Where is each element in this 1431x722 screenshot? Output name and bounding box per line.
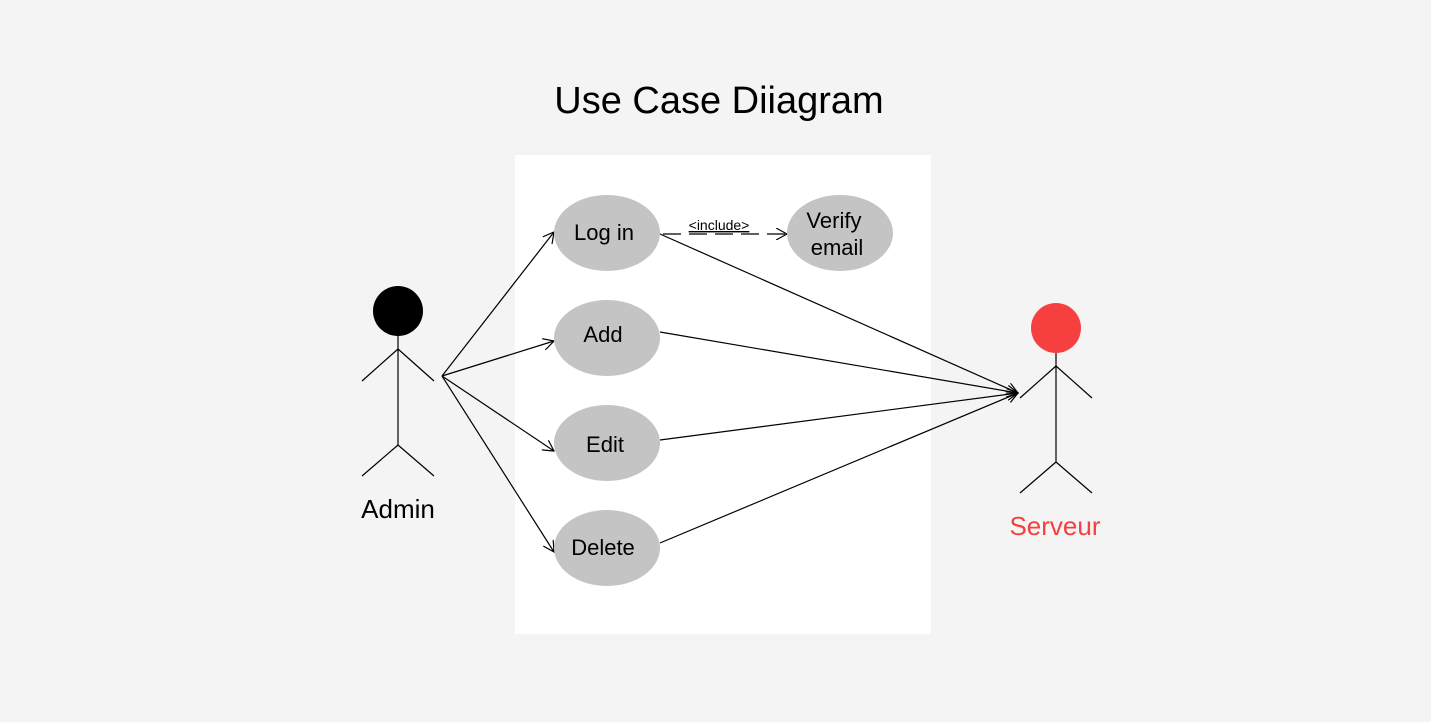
serveur-arm-right (1055, 365, 1093, 399)
assoc-admin-add (441, 341, 554, 377)
admin-head (373, 286, 423, 336)
serveur-leg-right (1055, 461, 1093, 494)
include-label: <include> (689, 217, 750, 233)
admin-arm-left (361, 348, 399, 382)
use-case-verify-line2: email (811, 235, 864, 260)
use-case-edit[interactable]: Edit (554, 405, 660, 481)
actor-serveur[interactable]: Serveur (1009, 303, 1101, 541)
use-case-verify-email[interactable]: Verify email (787, 195, 893, 271)
use-case-verify-email-label: Verify email (806, 208, 867, 260)
use-case-login-label: Log in (574, 220, 634, 245)
admin-label: Admin (361, 494, 435, 524)
use-case-login[interactable]: Log in (554, 195, 660, 271)
assoc-edit-serveur (659, 393, 1018, 441)
use-case-verify-email-shape (787, 195, 893, 271)
serveur-arm-left (1019, 365, 1057, 399)
admin-associations (441, 232, 554, 552)
use-case-add-shape (554, 300, 660, 376)
actor-admin[interactable]: Admin (361, 286, 435, 524)
admin-leg-right (397, 444, 435, 477)
diagram-title: Use Case Diiagram (554, 80, 883, 122)
admin-leg-left (361, 444, 399, 477)
assoc-admin-delete (441, 375, 554, 552)
assoc-admin-login (441, 232, 554, 377)
serveur-leg-left (1019, 461, 1057, 494)
serveur-stick-figure-icon (1019, 303, 1093, 494)
serveur-head (1031, 303, 1081, 353)
serveur-associations (659, 233, 1018, 544)
admin-stick-figure-icon (361, 286, 435, 477)
assoc-login-serveur (659, 233, 1018, 393)
use-case-edit-shape (554, 405, 660, 481)
use-case-add[interactable]: Add (554, 300, 660, 376)
assoc-delete-serveur (659, 393, 1018, 544)
admin-arm-right (397, 348, 435, 382)
assoc-add-serveur (659, 331, 1018, 393)
use-case-verify-line1: Verify (806, 208, 861, 233)
use-case-delete-label: Delete (571, 535, 635, 560)
use-case-login-shape (554, 195, 660, 271)
serveur-label: Serveur (1009, 511, 1100, 541)
use-case-delete[interactable]: Delete (554, 510, 660, 586)
use-case-add-label: Add (583, 322, 622, 347)
use-case-delete-shape (554, 510, 660, 586)
use-case-edit-label: Edit (586, 432, 624, 457)
assoc-admin-edit (441, 375, 554, 451)
